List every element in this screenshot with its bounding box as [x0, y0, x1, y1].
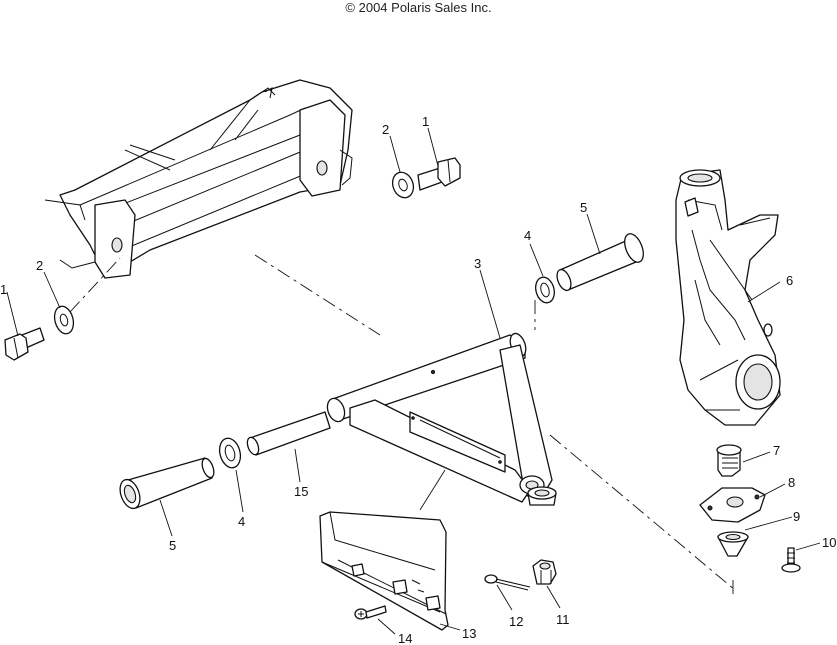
callout-labels: 1 2 1 2 3 4 5 6 7 8 9 10 11 12 13 14 15 …	[0, 114, 836, 645]
callout-5-lower: 5	[169, 538, 176, 553]
callout-5-upper: 5	[580, 200, 587, 215]
callout-4-lower: 4	[238, 514, 245, 529]
callout-1-left: 1	[0, 282, 7, 297]
ball-joint	[527, 486, 557, 506]
callout-11: 11	[556, 612, 570, 627]
callout-3: 3	[474, 256, 481, 271]
callout-2-left: 2	[36, 258, 43, 273]
centerline-frame-upper	[69, 257, 121, 313]
a-arm	[326, 332, 553, 503]
callout-6: 6	[786, 273, 793, 288]
screw	[781, 547, 801, 573]
callout-13: 13	[462, 626, 476, 641]
cotter-pin	[484, 574, 531, 591]
centerline-frame-arm	[254, 254, 381, 336]
shaft	[246, 411, 331, 456]
bolt-top	[417, 157, 461, 191]
bushing-lower	[218, 437, 242, 469]
callout-10: 10	[822, 535, 836, 550]
nut	[532, 559, 557, 585]
callout-2-top: 2	[382, 122, 389, 137]
sleeve-lower	[119, 457, 215, 510]
washer-left	[53, 305, 75, 335]
callout-9: 9	[793, 509, 800, 524]
washer-top	[391, 171, 415, 199]
centerline-spindle	[549, 434, 736, 591]
callout-12: 12	[509, 614, 523, 629]
callout-7: 7	[773, 443, 780, 458]
callout-14: 14	[398, 631, 412, 645]
bushing-upper	[535, 276, 555, 304]
sleeve-upper	[556, 233, 644, 292]
leader-lines	[6, 127, 821, 635]
screw-guard	[354, 605, 387, 620]
plate	[699, 487, 766, 523]
spindle	[675, 169, 781, 426]
guard	[319, 511, 449, 631]
bolt-left	[4, 327, 45, 361]
callout-8: 8	[788, 475, 795, 490]
callout-15: 15	[294, 484, 308, 499]
callout-1-top: 1	[422, 114, 429, 129]
copyright-notice: © 2004 Polaris Sales Inc.	[345, 0, 492, 15]
bolt-spindle	[716, 444, 742, 477]
callout-4-upper: 4	[524, 228, 531, 243]
frame-member	[44, 79, 353, 279]
cone	[717, 531, 749, 557]
